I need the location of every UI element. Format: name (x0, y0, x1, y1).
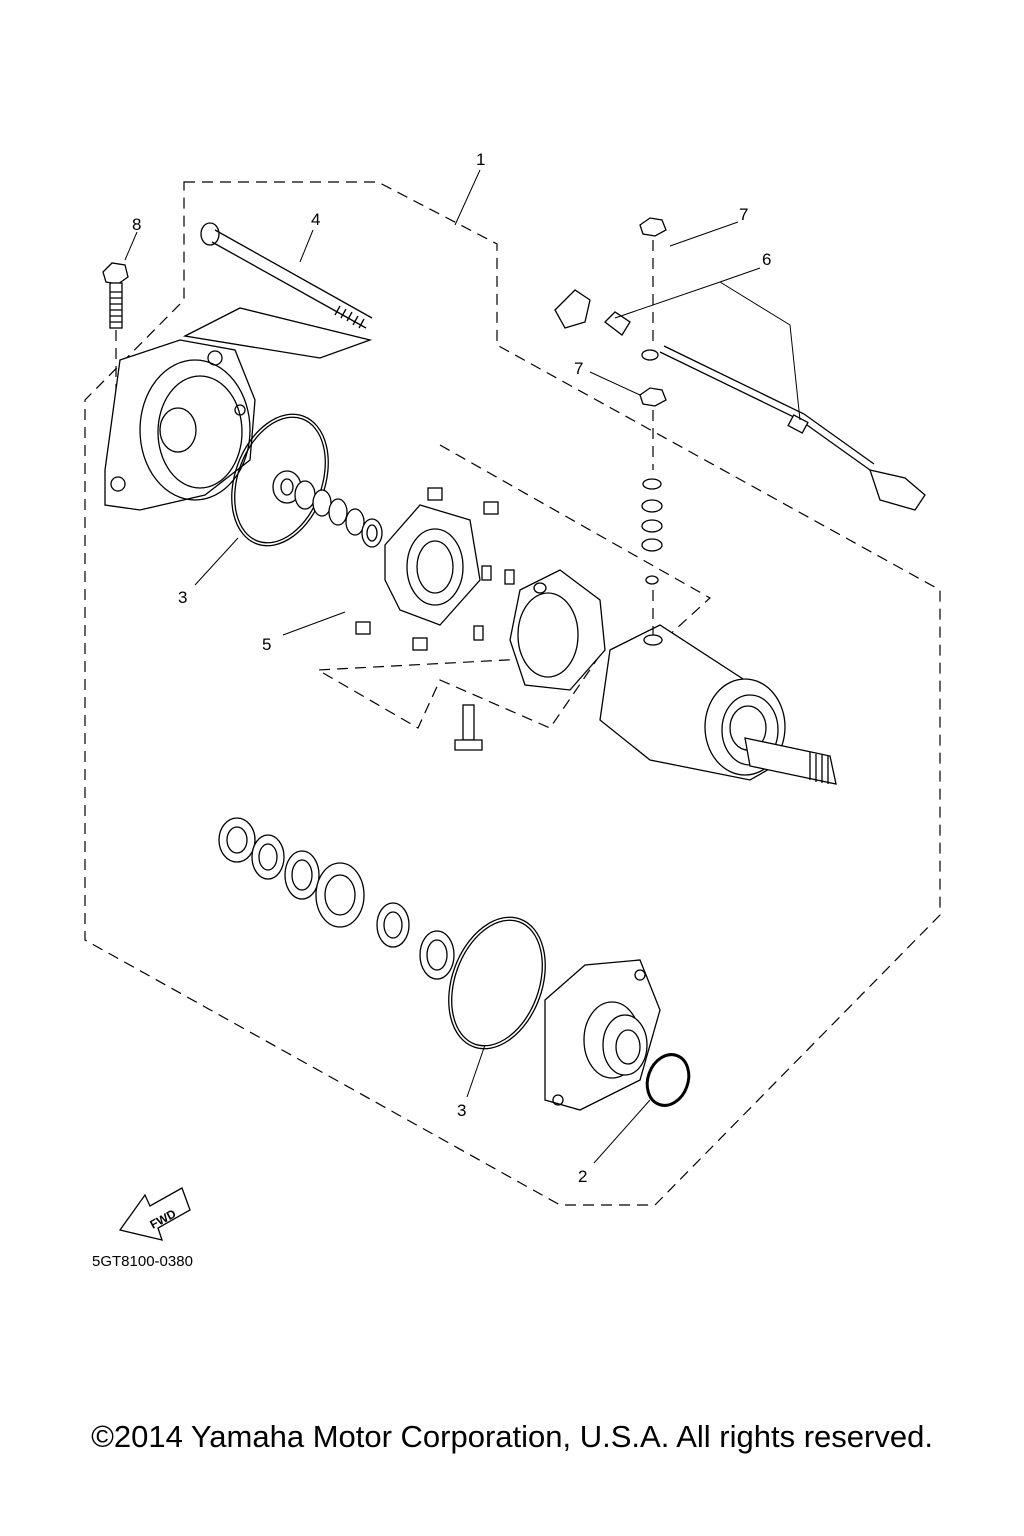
callout-8: 8 (132, 215, 141, 234)
brush-plate (355, 487, 515, 651)
front-cover (544, 959, 661, 1111)
callout-1: 1 (476, 150, 485, 169)
o-ring-front-small (645, 1053, 691, 1107)
callout-5: 5 (262, 635, 271, 654)
rear-cover (104, 339, 256, 511)
mounting-bolt (102, 262, 129, 470)
motor-yoke (599, 624, 837, 785)
front-washer-set (218, 817, 455, 980)
callout-7-top: 7 (739, 205, 748, 224)
callout-3-rear: 3 (178, 588, 187, 607)
terminal-bolt (454, 704, 483, 751)
callout-3-front: 3 (457, 1101, 466, 1120)
callout-2: 2 (578, 1167, 587, 1186)
o-ring-front (448, 916, 546, 1050)
callout-leaders (124, 169, 801, 1164)
fwd-arrow-icon: FWD (118, 1187, 191, 1241)
washer-stack-rear (272, 470, 383, 548)
callout-6: 6 (762, 250, 771, 269)
callout-4: 4 (311, 210, 320, 229)
copyright-notice: ©2014 Yamaha Motor Corporation, U.S.A. A… (91, 1419, 933, 1454)
through-bolt (182, 222, 373, 359)
diagram-code: 5GT8100-0380 (92, 1253, 193, 1270)
brush-holder (509, 569, 606, 691)
terminal-washer-stack (639, 217, 667, 646)
callout-7-mid: 7 (574, 359, 583, 378)
assembly-boundary (84, 181, 941, 1206)
brush-assembly-boundary (315, 444, 712, 729)
lead-wire (554, 289, 926, 511)
